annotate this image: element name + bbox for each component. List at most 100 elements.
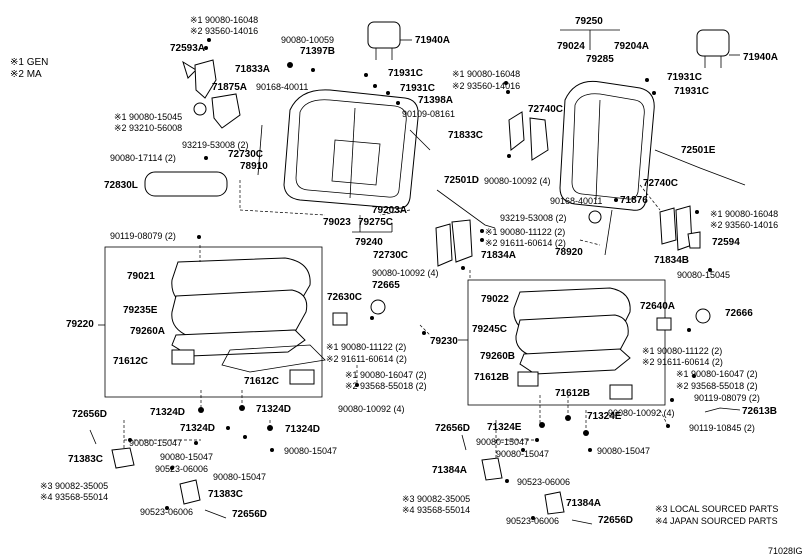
part-label: 72656D: [232, 509, 268, 520]
part-label: 79204A: [614, 41, 650, 52]
part-label: ※2 93560-14016: [710, 220, 779, 230]
hinge-71384a-right: [481, 457, 503, 481]
part-label: ※4 93568-55014: [40, 492, 109, 502]
part-label: 71384A: [432, 465, 468, 476]
part-label: 71875A: [212, 82, 248, 93]
part-label: 79260B: [480, 351, 516, 362]
part-label: 71324D: [285, 424, 321, 435]
part-label: 71931C: [674, 86, 710, 97]
part-label: 90080-15047: [476, 437, 530, 447]
part-label: ※1 90080-11122 (2): [485, 227, 566, 237]
part-label: 71833C: [448, 130, 484, 141]
part-label: ※1 90080-16048: [710, 209, 779, 219]
part-label: 72640A: [640, 301, 676, 312]
part-label: 72656D: [598, 515, 634, 526]
legend-ma: ※2 MA: [10, 69, 42, 80]
part-label: 90168-40011: [550, 196, 603, 206]
part-label: 90080-15047: [597, 446, 651, 456]
part-label: 79250: [575, 16, 603, 27]
pin-72656d-3: [461, 434, 467, 451]
part-label: 79023: [323, 217, 351, 228]
part-label: 90119-10845 (2): [689, 423, 755, 433]
part-label: ※1 90080-16047 (2): [345, 370, 427, 380]
part-label: 72665: [372, 280, 400, 291]
part-label: 79275C: [358, 217, 394, 228]
part-label: ※1 90080-11122 (2): [642, 346, 723, 356]
part-label: 90080-15047: [284, 446, 338, 456]
hinge-71384a-bottom: [544, 491, 565, 515]
part-label: 71612C: [244, 376, 280, 387]
part-label: 90109-08161: [402, 109, 456, 119]
hinge-71833c-drawing: [508, 111, 525, 151]
part-label: 90080-15047: [129, 438, 183, 448]
legend-gen: ※1 GEN: [10, 57, 49, 68]
part-label: 71324E: [587, 411, 622, 422]
part-label: 90523-06006: [517, 477, 571, 487]
part-label: 90080-15045: [677, 270, 731, 280]
part-label: 93219-53008 (2): [182, 140, 249, 150]
part-label: ※2 91611-60614 (2): [326, 354, 407, 364]
part-label: 72740C: [528, 104, 564, 115]
part-label: ※1 90080-16047 (2): [676, 369, 758, 379]
right-seat-cushion-box: [467, 279, 666, 406]
part-label: 71834A: [481, 250, 517, 261]
part-label: ※2 93210-56008: [114, 123, 183, 133]
part-label: 79022: [481, 294, 509, 305]
part-label: 71833A: [235, 64, 271, 75]
part-label: 90080-10059: [281, 35, 335, 45]
part-label: 72594: [712, 237, 740, 248]
part-label: 78910: [240, 161, 268, 172]
part-label: ※2 93568-55018 (2): [345, 381, 427, 391]
part-label: 71612B: [474, 372, 510, 383]
part-label: 71383C: [68, 454, 104, 465]
part-label: 72630C: [327, 292, 363, 303]
part-label: 72613B: [742, 406, 778, 417]
part-label: 90119-08079 (2): [694, 393, 760, 403]
part-label: 79285: [586, 54, 614, 65]
rod-78920: [604, 209, 613, 256]
hinge-71834a-drawing: [435, 223, 453, 267]
part-label: 79240: [355, 237, 383, 248]
part-label: 71940A: [415, 35, 451, 46]
part-label: 79024: [557, 41, 585, 52]
right-seatback-drawing: [559, 80, 655, 211]
part-label: 79245C: [472, 324, 508, 335]
cover-72730c-drawing: [451, 219, 473, 263]
part-label: 72656D: [72, 409, 108, 420]
part-label: 79260A: [130, 326, 166, 337]
part-label: 72830L: [104, 180, 138, 191]
hinge-71383c-bottom: [179, 479, 201, 505]
part-label: 71397B: [300, 46, 336, 57]
part-label: 90080-15047: [213, 472, 267, 482]
cover-72666-drawing: [695, 308, 711, 324]
part-label: ※3 90082-35005: [402, 494, 471, 504]
part-label: 71612B: [555, 388, 591, 399]
part-label: 93219-53008 (2): [500, 213, 567, 223]
part-label: 90080-17114 (2): [110, 153, 176, 163]
armrest-drawing: [144, 171, 228, 197]
s-clip-left: [193, 102, 207, 116]
part-label: ※2 93568-55018 (2): [676, 381, 758, 391]
rod-78910: [257, 124, 263, 176]
part-label: 71324D: [256, 404, 292, 415]
part-label: ※1 90080-11122 (2): [326, 342, 407, 352]
part-label: 71834B: [654, 255, 690, 266]
right-headrest-drawing: [696, 29, 740, 68]
part-label: 78920: [555, 247, 583, 258]
hinge-71833a-drawing: [194, 59, 217, 99]
lock-71875a-drawing: [211, 93, 241, 129]
part-label: 79203A: [372, 205, 408, 216]
part-label: 90080-15047: [160, 452, 214, 462]
pin-72656d-2: [204, 509, 227, 519]
part-label: 71940A: [743, 52, 779, 63]
part-label: ※2 93560-14016: [190, 26, 259, 36]
pin-72656d-4: [571, 519, 593, 525]
part-label: 79235E: [123, 305, 158, 316]
part-label: ※1 90080-16048: [452, 69, 521, 79]
bracket-71612c-drawing-2: [289, 369, 315, 385]
cover-72665-drawing: [370, 299, 386, 315]
part-label: 71398A: [418, 95, 454, 106]
part-label: 90168-40011: [256, 82, 309, 92]
part-label: 72730C: [228, 149, 264, 160]
